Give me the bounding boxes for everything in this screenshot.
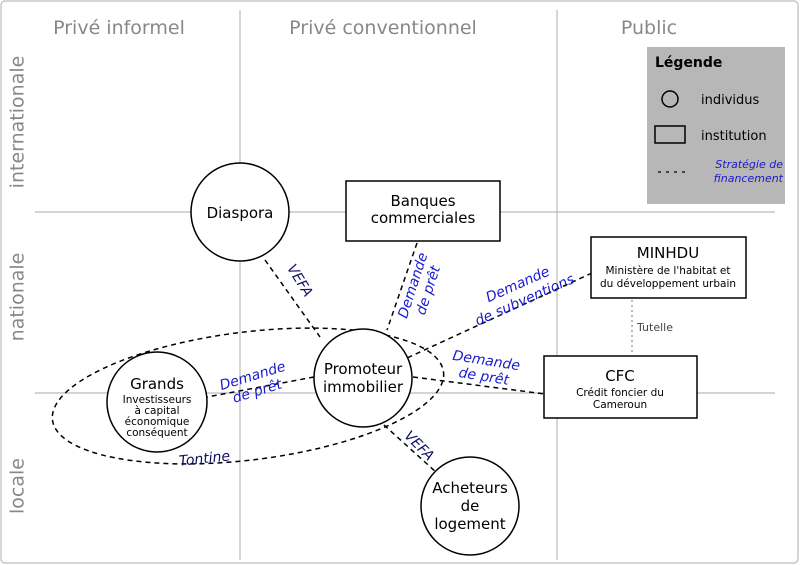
grands-title: Grands bbox=[130, 375, 184, 393]
acheteurs-label-1: Acheteurs bbox=[432, 479, 508, 497]
banks-label-2: commerciales bbox=[371, 209, 476, 227]
acheteurs-circle bbox=[420, 456, 520, 556]
legend-rect-icon bbox=[654, 125, 686, 144]
row-header-local: locale bbox=[7, 458, 29, 514]
grands-line-4: conséquent bbox=[126, 427, 187, 439]
legend-strategy-label-2: financement bbox=[714, 172, 784, 185]
diaspora-circle bbox=[190, 162, 290, 262]
promoteur-label-1: Promoteur bbox=[324, 360, 403, 378]
legend-individual-label: individus bbox=[701, 93, 760, 108]
column-header-informal: Privé informel bbox=[53, 17, 185, 39]
edge-promoteur-grands bbox=[206, 376, 315, 398]
grands-line-2: à capital bbox=[134, 405, 179, 417]
minhdu-title: MINHDU bbox=[637, 244, 699, 262]
edge-label-pret-grands: Demande de prêt bbox=[218, 359, 288, 407]
edge-label-tutelle: Tutelle bbox=[636, 321, 673, 334]
node-grands: Grands Investisseurs à capital économiqu… bbox=[106, 351, 208, 453]
node-acheteurs: Acheteurs de logement bbox=[420, 456, 520, 556]
cfc-box bbox=[543, 355, 698, 419]
edge-label-subventions: Demande de subventions bbox=[473, 264, 577, 330]
grands-line-1: Investisseurs bbox=[123, 394, 192, 406]
edge-label-vefa-bottom: VEFA bbox=[401, 428, 437, 464]
connections bbox=[51, 242, 593, 474]
node-diaspora: Diaspora bbox=[190, 162, 290, 262]
edge-promoteur-cfc bbox=[412, 376, 546, 395]
acheteurs-label-2: de bbox=[461, 497, 480, 515]
edge-promoteur-acheteurs bbox=[383, 424, 438, 474]
promoteur-circle bbox=[313, 328, 413, 428]
edge-banks-promoteur bbox=[386, 242, 418, 331]
legend-institution-label: institution bbox=[701, 129, 767, 144]
grands-circle bbox=[106, 351, 208, 453]
node-banks: Banques commerciales bbox=[345, 180, 501, 242]
minhdu-box bbox=[590, 236, 747, 299]
row-header-national: nationale bbox=[7, 253, 29, 342]
node-cfc: CFC Crédit foncier du Cameroun bbox=[543, 355, 698, 419]
edge-diaspora-promoteur bbox=[264, 259, 321, 338]
legend-title: Légende bbox=[655, 55, 722, 71]
column-header-conventional: Privé conventionnel bbox=[289, 17, 477, 39]
diaspora-label: Diaspora bbox=[207, 204, 274, 222]
banks-label-1: Banques bbox=[390, 192, 455, 210]
acheteurs-label-3: logement bbox=[434, 515, 505, 533]
legend-circle-icon bbox=[661, 90, 679, 108]
promoteur-label-2: immobilier bbox=[323, 378, 404, 396]
cfc-title: CFC bbox=[605, 367, 635, 385]
legend-strategy-label-1: Stratégie de bbox=[715, 158, 783, 171]
edge-label-pret-banks: Demande de prêt bbox=[395, 251, 444, 321]
node-promoteur: Promoteur immobilier bbox=[313, 328, 413, 428]
banks-box bbox=[345, 180, 501, 242]
edge-minhdu-promoteur bbox=[406, 272, 593, 359]
edge-label-pret-cfc-2: de prêt bbox=[457, 365, 510, 389]
tontine-ellipse bbox=[51, 327, 445, 465]
grands-line-3: économique bbox=[125, 416, 190, 428]
node-minhdu: MINHDU Ministère de l'habitat et du déve… bbox=[590, 236, 747, 299]
legend: Légende individus institution Stratégie … bbox=[647, 47, 785, 204]
column-header-public: Public bbox=[621, 17, 677, 39]
cfc-subtitle-1: Crédit foncier du bbox=[576, 387, 664, 399]
edge-label-vefa-top: VEFA bbox=[283, 262, 315, 300]
minhdu-subtitle-2: du développement urbain bbox=[600, 278, 736, 290]
cfc-subtitle-2: Cameroun bbox=[593, 399, 647, 411]
row-header-international: internationale bbox=[7, 56, 29, 189]
edge-label-tontine: Tontine bbox=[178, 448, 231, 469]
edge-label-pret-cfc: Demande de prêt bbox=[451, 348, 521, 389]
minhdu-subtitle-1: Ministère de l'habitat et bbox=[605, 265, 730, 277]
